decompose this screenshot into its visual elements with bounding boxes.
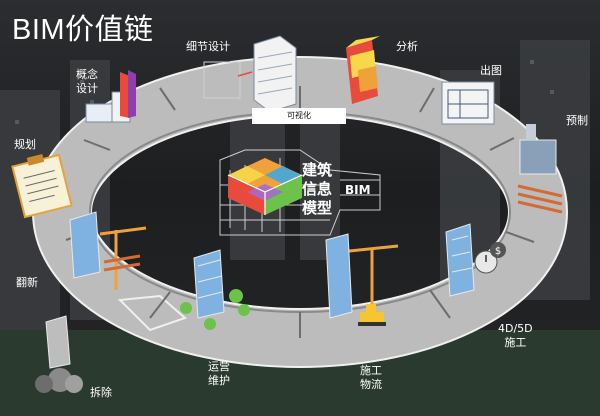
stage-label-operation: 运营 维护: [208, 360, 230, 387]
stage-label-detail-design: 细节设计: [186, 40, 230, 53]
central-wireframe-building: [219, 149, 381, 236]
tree-icon: [180, 289, 250, 330]
stopwatch-icon: $: [474, 242, 506, 274]
operation-building-icon: [193, 249, 225, 319]
stage-label-4d5d-construction: 4D/5D 施工: [498, 322, 533, 349]
center-label-bim-model: 建筑 信息 模型: [302, 161, 333, 217]
factory-icon: [517, 124, 563, 214]
construction-tower-icon: [445, 223, 475, 297]
stage-label-renovation: 翻新: [16, 276, 38, 289]
analysis-building-icon: [346, 36, 380, 104]
page-title: BIM价值链: [12, 14, 154, 46]
stage-label-planning: 规划: [14, 138, 36, 151]
concept-model-icon: [85, 70, 136, 123]
stage-label-concept-design: 概念 设计: [76, 68, 98, 95]
svg-text:$: $: [495, 246, 501, 257]
crane-icon: [325, 233, 399, 319]
demolition-icon: [35, 315, 83, 393]
bulldozer-icon: [358, 304, 386, 326]
visualization-banner: 可视化: [252, 108, 346, 124]
tower-icon: [203, 35, 297, 113]
center-label-bim: BIM: [345, 183, 371, 197]
stage-label-prefab: 预制: [566, 114, 588, 127]
stage-label-analysis: 分析: [396, 40, 418, 53]
renovation-building-icon: [69, 211, 147, 290]
ring-arrow-tail: [117, 294, 187, 332]
cube-icon: [227, 158, 303, 215]
stage-label-demolition: 拆除: [90, 386, 112, 399]
blueprint-icon: [441, 81, 495, 125]
clipboard-icon: [11, 153, 73, 219]
stage-label-logistics: 施工 物流: [360, 364, 382, 391]
stage-label-drawing: 出图: [480, 64, 502, 77]
